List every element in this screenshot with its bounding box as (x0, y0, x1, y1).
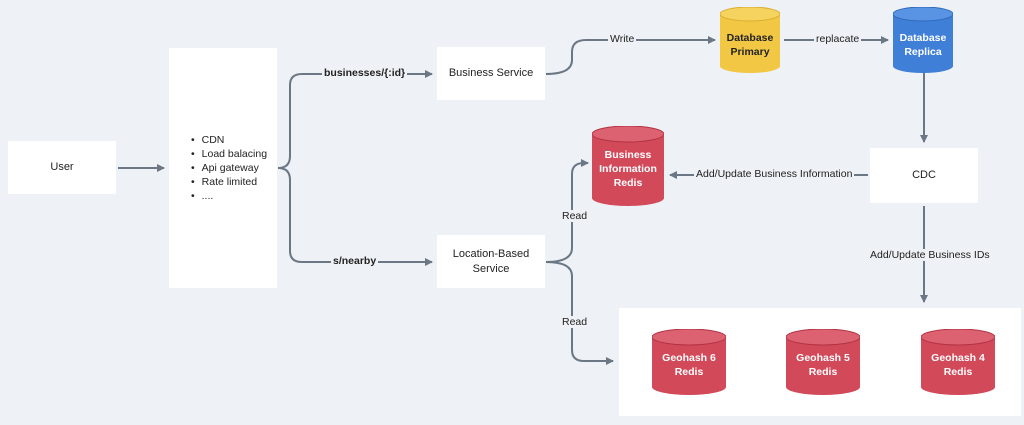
gateway-feature-item: Api gateway (191, 161, 267, 175)
db-primary-cylinder: Database Primary (719, 6, 781, 73)
arrow-gateway-to-business-service (277, 70, 433, 169)
geohash4-redis-cylinder: Geohash 4 Redis (920, 328, 996, 395)
gateway-node: CDN Load balacing Api gateway Rate limit… (169, 48, 277, 288)
db-replica-label-line2: Replica (904, 46, 942, 58)
geohash5-label-line1: Geohash 5 (796, 352, 850, 364)
edge-label-add-update-ids: Add/Update Business IDs (868, 249, 992, 261)
edge-label-replicate: replacate (814, 33, 862, 45)
db-replica-label-line1: Database (899, 32, 947, 44)
db-replica-cylinder: Database Replica (892, 6, 954, 73)
database-icon (719, 6, 781, 73)
edge-label-add-update-info: Add/Update Business Information (694, 168, 855, 180)
gateway-feature-item: .... (191, 189, 267, 203)
gateway-feature-list: CDN Load balacing Api gateway Rate limit… (179, 133, 267, 203)
business-service-label: Business Service (448, 67, 534, 79)
arrow-gateway-to-location-service (277, 167, 433, 266)
geohash6-label-line2: Redis (674, 366, 704, 378)
business-service-node: Business Service (437, 47, 545, 100)
biz-redis-label-line1: Business (604, 149, 652, 161)
redis-icon (591, 125, 665, 206)
geohash4-label-line1: Geohash 4 (931, 352, 985, 364)
biz-redis-label-line2: Information (599, 163, 657, 175)
gateway-feature-item: Rate limited (191, 175, 267, 189)
gateway-feature-item: Load balacing (191, 147, 267, 161)
edge-label-write: Write (608, 33, 637, 45)
cdc-node: CDC (870, 148, 978, 203)
location-service-node: Location-Based Service (437, 235, 545, 288)
redis-icon (785, 328, 861, 395)
cdc-label: CDC (912, 169, 936, 181)
user-node: User (8, 141, 116, 194)
edge-label-read-top: Read (560, 210, 590, 222)
geohash4-label-line2: Redis (943, 366, 973, 378)
business-info-redis-cylinder: Business Information Redis (591, 125, 665, 206)
geohash6-redis-cylinder: Geohash 6 Redis (651, 328, 727, 395)
location-service-label-line2: Service (472, 262, 510, 275)
database-icon (892, 6, 954, 73)
redis-icon (651, 328, 727, 395)
gateway-feature-item: CDN (191, 133, 267, 147)
db-primary-label-line1: Database (726, 32, 774, 44)
arrow-write (545, 36, 716, 75)
redis-icon (920, 328, 996, 395)
arrow-read-geohash (545, 261, 614, 365)
edge-label-nearby: s/nearby (331, 255, 379, 267)
geohash5-label-line2: Redis (808, 366, 838, 378)
edge-label-read-bottom: Read (560, 316, 590, 328)
biz-redis-label-line3: Redis (613, 177, 643, 189)
edge-label-businesses: businesses/{:id} (322, 67, 408, 79)
user-label: User (50, 161, 74, 173)
geohash5-redis-cylinder: Geohash 5 Redis (785, 328, 861, 395)
arrow-read-biz-redis (545, 159, 589, 263)
geohash6-label-line1: Geohash 6 (662, 352, 716, 364)
db-primary-label-line2: Primary (730, 46, 770, 58)
location-service-label-line1: Location-Based (452, 247, 530, 260)
